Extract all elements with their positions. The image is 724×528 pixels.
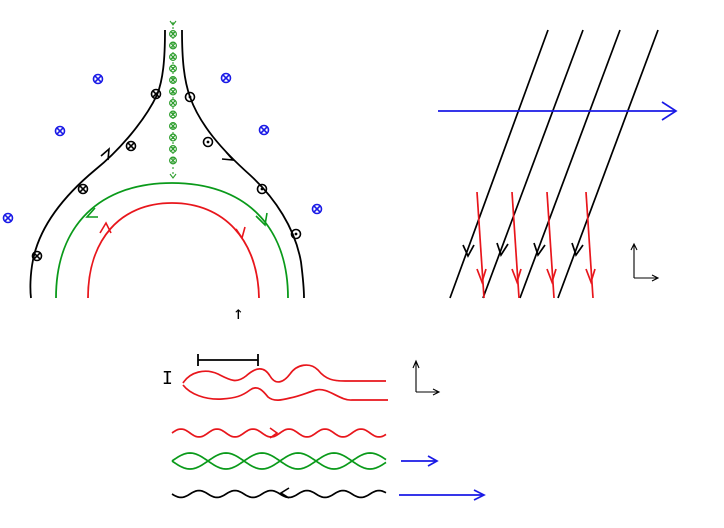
red-trace-upper: [182, 364, 386, 384]
green-into-page-icon: [169, 53, 177, 61]
into-page-icon: [125, 140, 137, 152]
blue-arrow-top: [438, 101, 678, 121]
green-into-page-icon: [169, 99, 177, 107]
red-arc-arrow-right: [235, 226, 246, 240]
green-arc-arrow-right: [255, 212, 268, 227]
green-field-arc: [55, 182, 289, 299]
wave-traces-diagram: I: [162, 354, 486, 501]
left-boundary-arrow: [100, 147, 110, 161]
into-page-blue-icon: [311, 203, 323, 215]
into-page-blue-icon: [54, 125, 66, 137]
red-trace-lower: [182, 384, 388, 401]
green-dotted-column: [169, 20, 177, 179]
green-into-page-icon: [169, 64, 177, 73]
blue-arrow-short: [401, 455, 439, 467]
out-of-page-icon: [184, 91, 196, 103]
figure-up-arrow: ↑: [233, 303, 244, 324]
red-sine-wave: [171, 428, 387, 438]
red-sine-arrow: [269, 427, 279, 439]
axes-icon-bottom: [412, 359, 441, 396]
red-vector: [511, 191, 520, 299]
scale-bar: [197, 354, 259, 366]
into-page-icon: [77, 183, 89, 195]
slanted-lines-diagram: [438, 29, 678, 299]
black-field-line: [557, 29, 659, 299]
into-page-blue-icon: [220, 72, 232, 84]
into-page-blue-icon: [92, 73, 104, 85]
green-into-page-icon: [169, 30, 177, 38]
left-boundary-curve: [29, 29, 166, 299]
black-field-line: [519, 29, 621, 299]
current-label: I: [162, 368, 173, 389]
red-arc-arrow-left: [99, 221, 112, 234]
red-current-arc: [87, 202, 260, 299]
black-wave-arrow: [279, 487, 290, 499]
black-wave: [171, 489, 387, 499]
right-boundary-curve: [181, 29, 305, 299]
green-into-page-icon: [169, 133, 177, 142]
out-of-page-icon: [202, 136, 214, 148]
into-page-blue-icon: [258, 124, 270, 136]
right-boundary-arrow: [221, 151, 235, 161]
green-into-page-icon: [169, 145, 177, 153]
green-wave-b: [171, 452, 387, 470]
axes-icon-top: [630, 242, 660, 282]
funnel-diagram: ↑: [2, 20, 323, 324]
green-arc-arrow-left: [85, 207, 98, 218]
into-page-blue-icon: [2, 212, 14, 224]
blue-arrow-long: [399, 489, 486, 501]
